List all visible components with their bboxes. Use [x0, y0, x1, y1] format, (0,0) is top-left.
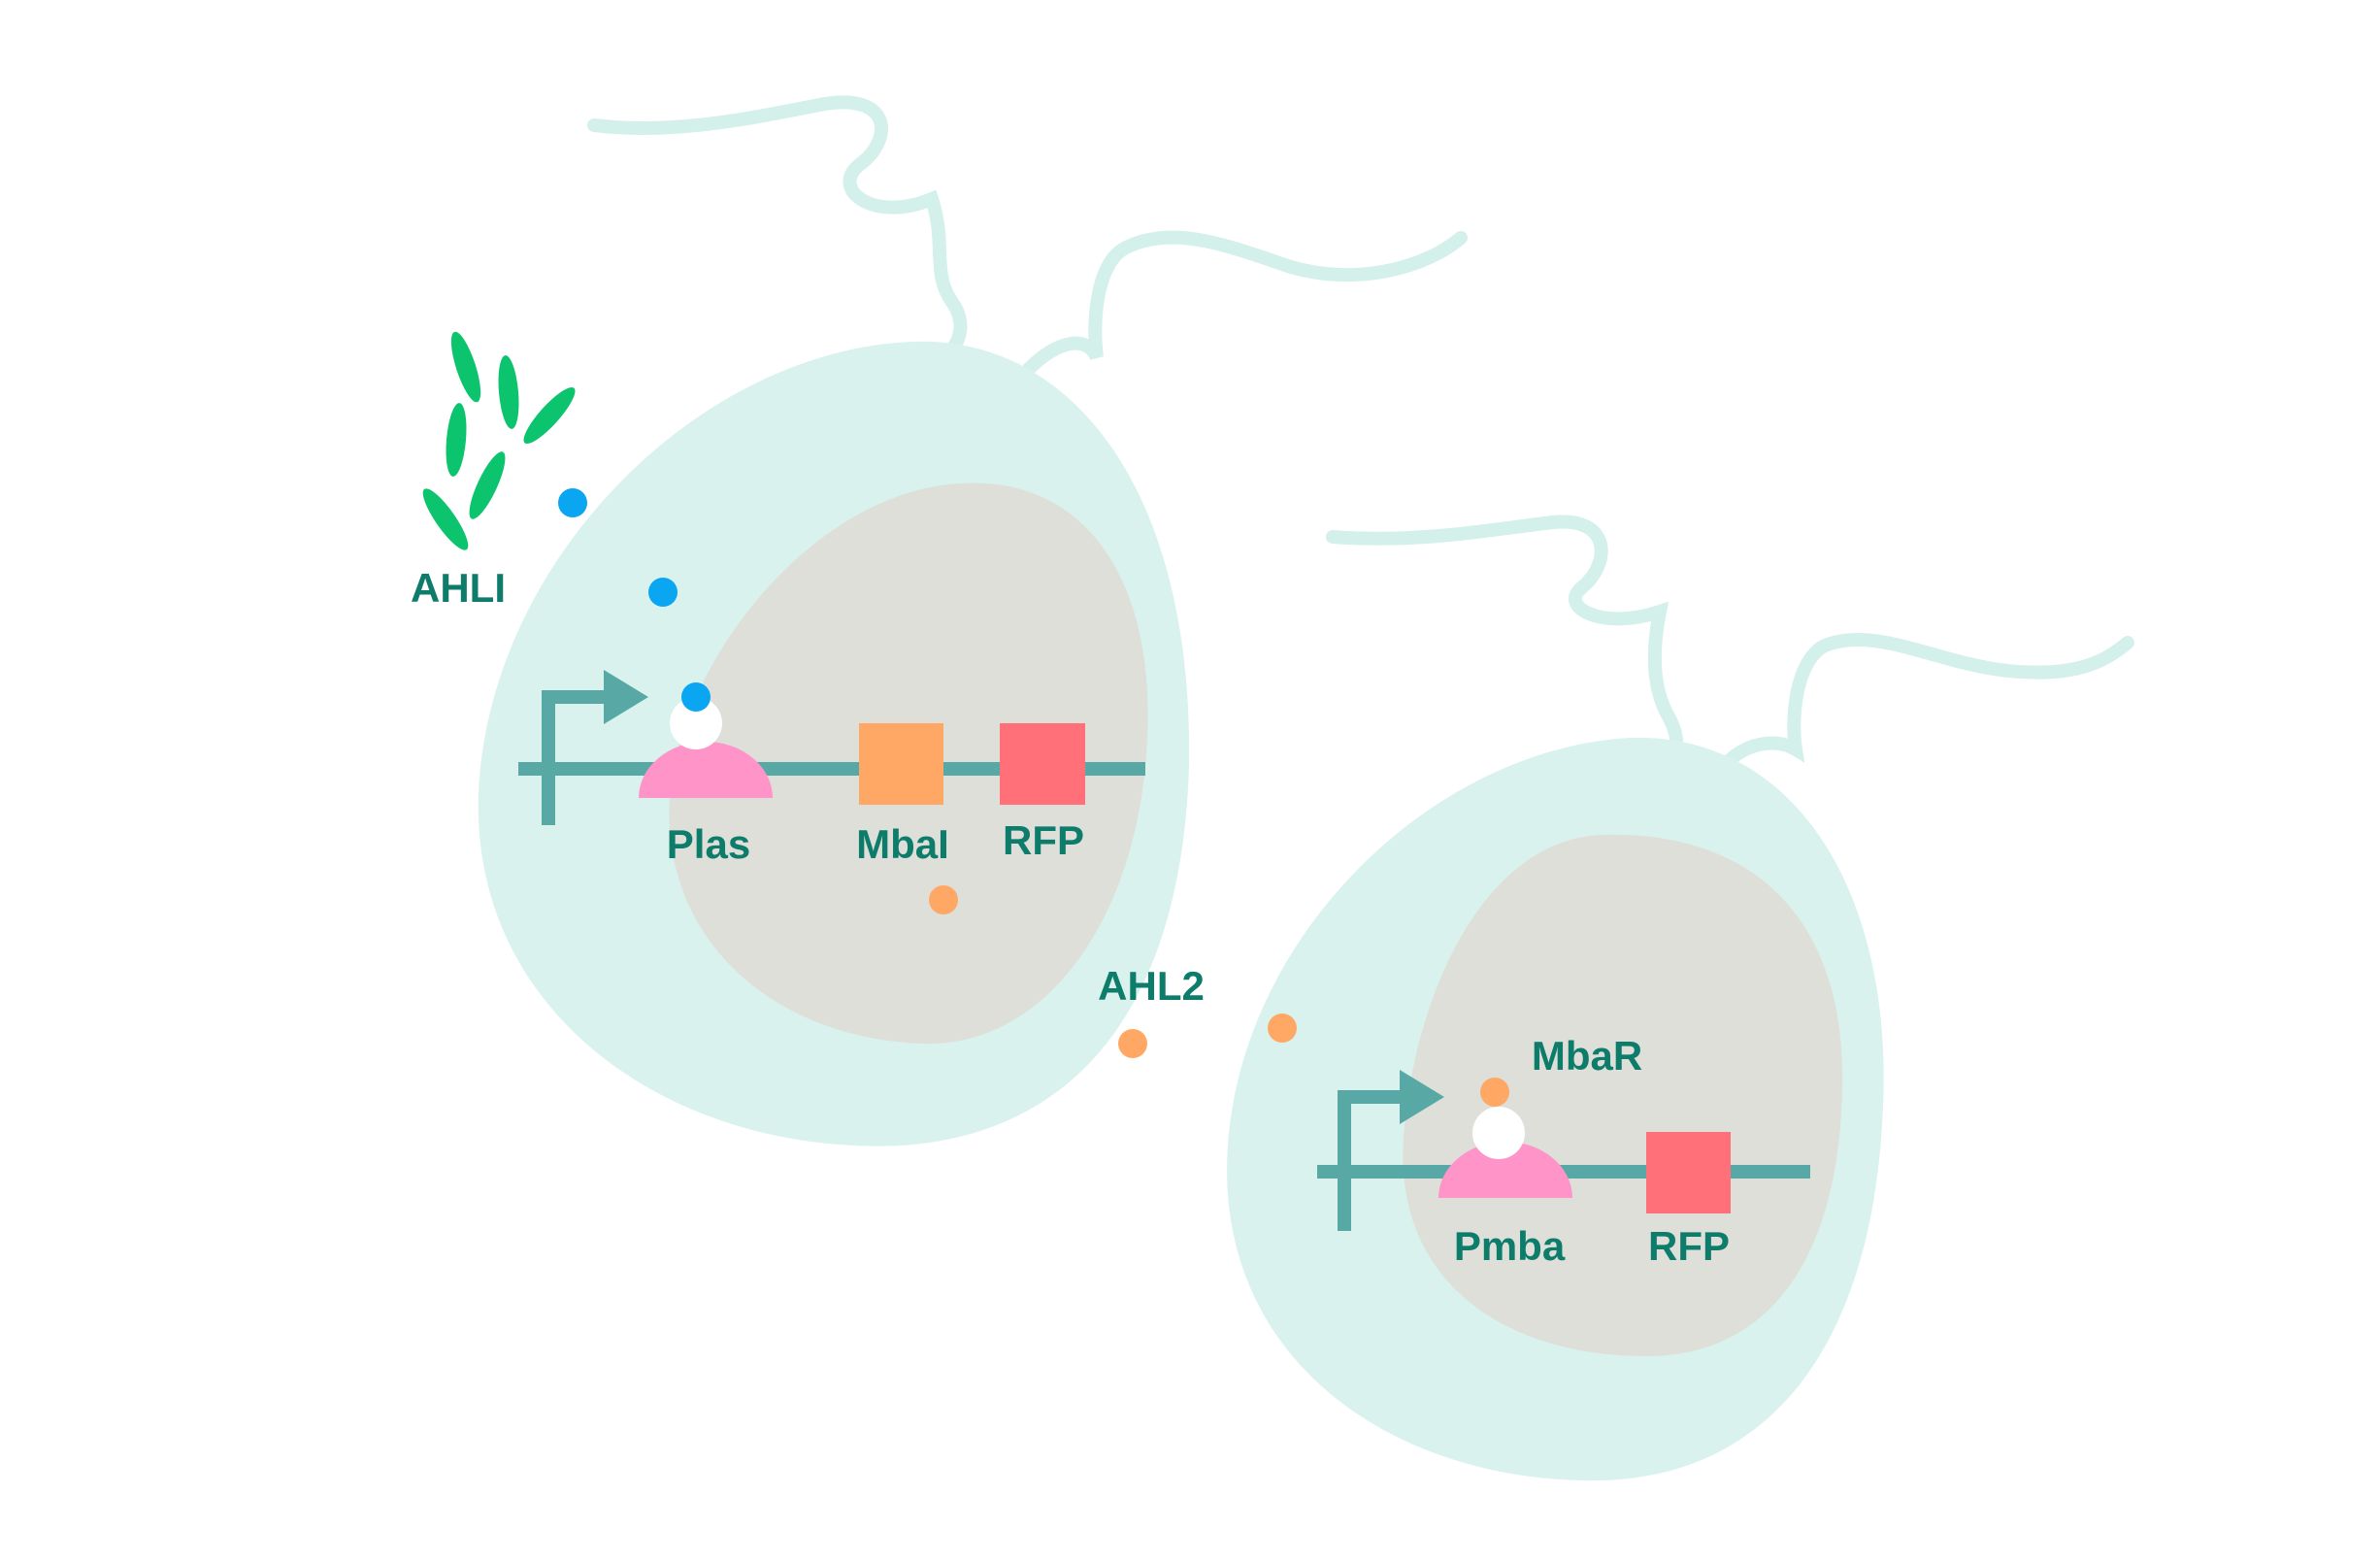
cell-1-flagellum-2: [1022, 230, 1468, 376]
label-mbar: MbaR: [1532, 1033, 1642, 1079]
cell-2-pmba-protein: [1438, 1142, 1572, 1198]
cell-2-gene-rfp: [1646, 1132, 1731, 1213]
label-mbal: MbaI: [856, 821, 949, 867]
cell-2-nucleoid: [1403, 834, 1843, 1357]
cell-1-plas-protein: [639, 742, 773, 798]
label-rfp-cell-2: RFP: [1648, 1223, 1730, 1269]
label-plas: Plas: [667, 821, 750, 867]
ahl1-molecules: [558, 488, 711, 712]
label-ahl2: AHL2: [1098, 963, 1205, 1009]
cell-2-protein-cap: [1472, 1107, 1525, 1159]
cell-2-promoter-arrow: [1338, 1090, 1405, 1231]
cell-2-promoter-arrowhead: [1400, 1070, 1444, 1124]
ahl2-molecule: [1268, 1013, 1297, 1043]
ahl1-molecule: [558, 488, 587, 517]
cell-1: Plas MbaI RFP: [478, 95, 1468, 1146]
cell-1-promoter-arrowhead: [604, 670, 648, 724]
ahl2-molecule: [929, 885, 958, 914]
ahl2-molecule: [1118, 1029, 1147, 1058]
cell-1-gene-mbal: [859, 723, 943, 805]
cell-1-gene-rfp: [1000, 723, 1085, 805]
ahl2-molecules: [929, 885, 1509, 1107]
bacteria-cluster-icon: [422, 331, 576, 550]
label-pmba: Pmba: [1454, 1223, 1566, 1269]
ahl1-molecule: [648, 578, 678, 607]
cell-2: Pmba RFP MbaR: [1227, 515, 2134, 1481]
ahl1-molecule: [681, 682, 711, 712]
label-ahl1: AHLI: [411, 565, 506, 611]
cell-1-promoter-arrow: [542, 690, 610, 825]
ahl2-molecule: [1480, 1078, 1509, 1107]
cell-2-flagellum-2: [1721, 632, 2134, 769]
cell-2-flagellum-1: [1326, 515, 1683, 762]
cell-1-protein-cap: [670, 697, 722, 749]
label-rfp-cell-1: RFP: [1003, 817, 1084, 863]
cell-1-flagellum-1: [587, 95, 968, 356]
